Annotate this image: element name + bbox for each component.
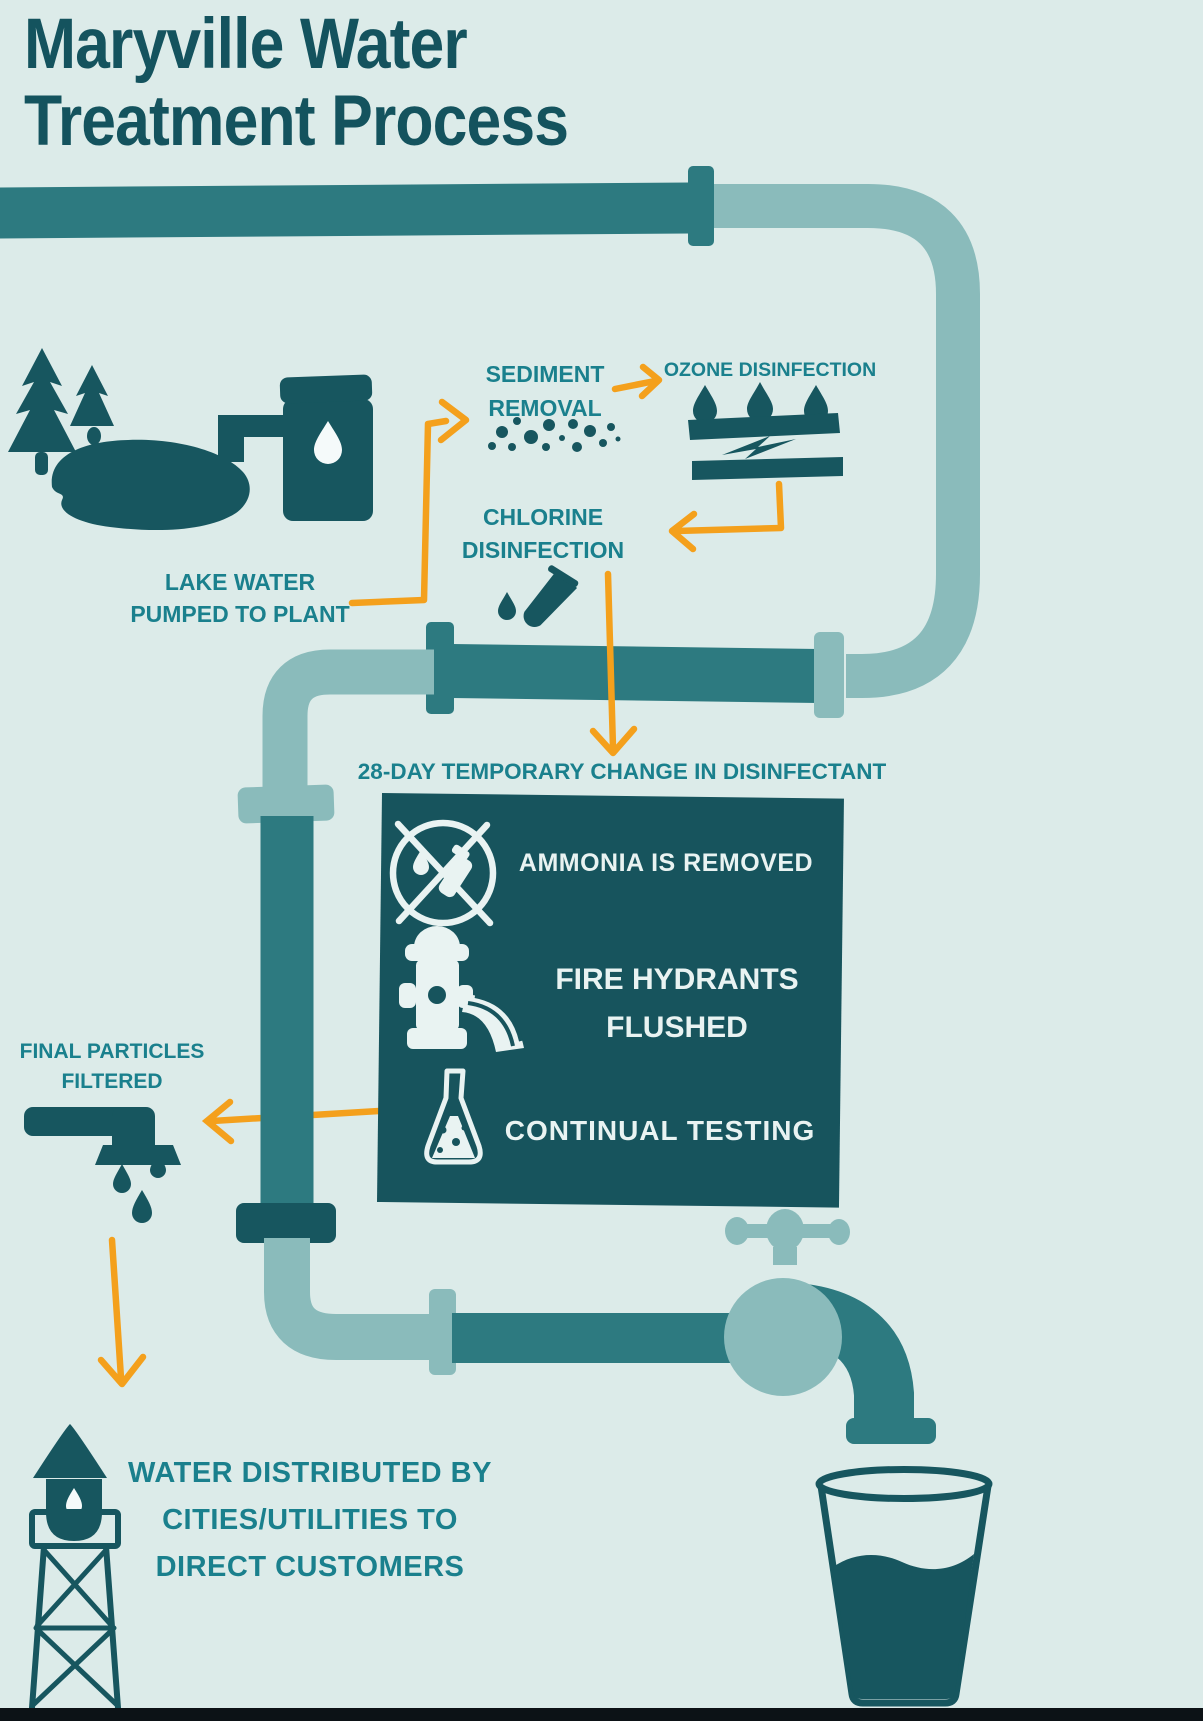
chlorine-disinfection-label: CHLORINE DISINFECTION: [461, 504, 625, 563]
ozone-disinfection-label: OZONE DISINFECTION: [663, 359, 877, 381]
final-particles-label: FINAL PARTICLES FILTERED: [19, 1040, 205, 1093]
lake-water-label: LAKE WATER PUMPED TO PLANT: [130, 569, 350, 627]
flask-icon: [424, 1068, 483, 1165]
pine-trees-icon: [8, 348, 114, 475]
pump-station-icon: [218, 374, 373, 521]
poster-title-line2: Treatment Process: [24, 82, 569, 161]
pipe-coupling: [814, 632, 844, 718]
pipe-coupling: [688, 166, 714, 246]
water-distributed-label: WATER DISTRIBUTED BY CITIES/UTILITIES TO…: [128, 1457, 492, 1583]
poster-title: Maryville Water Treatment Process: [24, 6, 642, 160]
disinfectant-info-box: [377, 793, 844, 1208]
pipe-coupling: [236, 1203, 336, 1243]
faucet-icon: [724, 1209, 936, 1444]
ozone-cell-icon: [688, 382, 843, 480]
pipe-light-top: [712, 184, 980, 698]
arrow-chlorine-to-box: [589, 570, 638, 757]
pipe-coupling: [429, 1289, 456, 1375]
lake-icon: [51, 439, 250, 531]
water-glass-icon: [815, 1466, 993, 1707]
continual-testing-label: CONTINUAL TESTING: [504, 1115, 816, 1146]
pipe-dark-middle: [451, 644, 819, 703]
bottom-edge-bar: [0, 1708, 1203, 1721]
pipe-coupling: [237, 784, 335, 824]
test-tube-icon: [498, 565, 579, 627]
sediment-particles-icon: [488, 417, 621, 452]
arrow-ozone-to-chlorine: [668, 480, 785, 553]
temporary-change-banner: 28-DAY TEMPORARY CHANGE IN DISINFECTANT: [357, 759, 887, 784]
sediment-removal-label: SEDIMENT REMOVAL: [485, 361, 605, 421]
arrow-lake-to-sediment: [348, 398, 470, 607]
arrow-sediment-to-ozone: [611, 363, 663, 400]
pipe-light-left-elbow: [262, 649, 434, 792]
pipe-dark-top: [0, 182, 691, 239]
water-tower-icon: [29, 1424, 121, 1711]
poster-title-line1: Maryville Water: [24, 5, 468, 84]
filter-tap-icon: [24, 1107, 181, 1223]
fire-hydrant-icon: [399, 926, 524, 1052]
pipe-network: [0, 166, 980, 1375]
arrow-filter-to-tower: [97, 1236, 147, 1388]
fire-hydrants-label: FIRE HYDRANTS FLUSHED: [555, 963, 799, 1044]
ammonia-removed-label: AMMONIA IS REMOVED: [518, 849, 814, 877]
faucet-handle: [725, 1209, 850, 1265]
pipe-light-bottom-elbow: [264, 1238, 434, 1360]
no-ammonia-icon: [389, 819, 497, 927]
